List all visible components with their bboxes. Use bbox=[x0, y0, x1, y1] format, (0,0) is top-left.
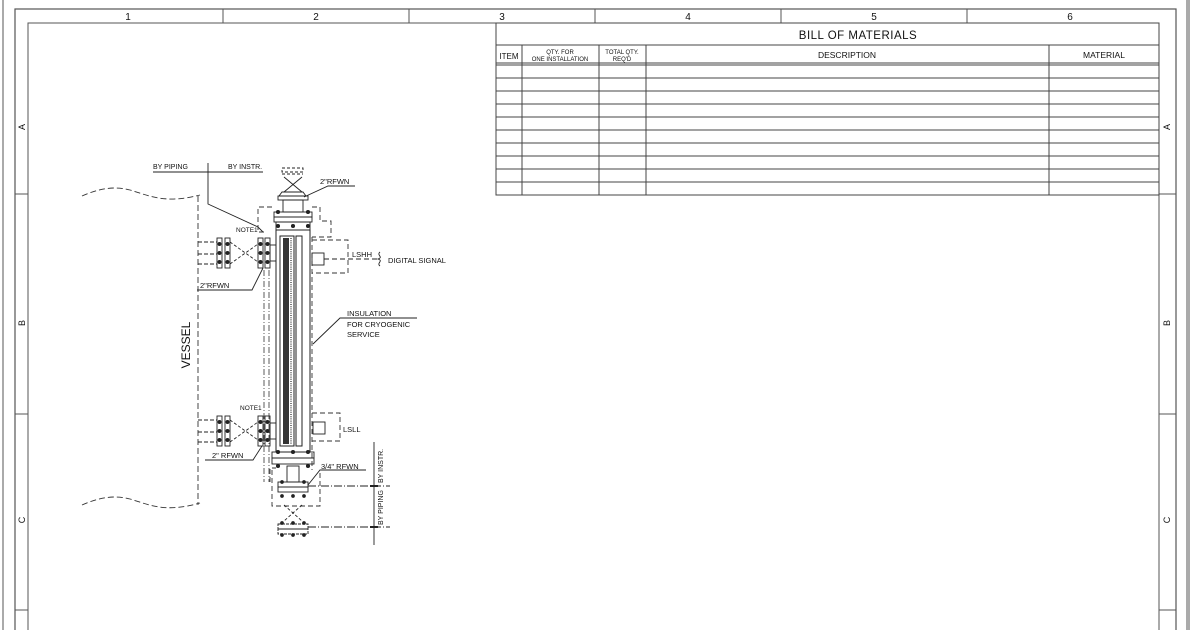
insulation-boundary-left bbox=[263, 270, 270, 482]
label-lower-nozzle: 2" RFWN bbox=[212, 451, 243, 460]
bom-header-description: DESCRIPTION bbox=[818, 50, 876, 60]
zone-row-c-right: C bbox=[1162, 516, 1172, 523]
bill-of-materials: BILL OF MATERIALS ITEM QTY. FOR ONE INST… bbox=[495, 22, 1160, 196]
bom-header-item: ITEM bbox=[499, 52, 518, 61]
label-digital-signal: DIGITAL SIGNAL bbox=[388, 256, 446, 265]
label-lshh: LSHH bbox=[352, 250, 372, 259]
bom-header-qty-total-line2: REQ'D bbox=[613, 57, 632, 63]
bom-title: BILL OF MATERIALS bbox=[799, 30, 917, 42]
vessel-outline bbox=[81, 187, 201, 509]
label-vert-by-instr: BY INSTR. bbox=[378, 449, 385, 483]
zone-row-a-right: A bbox=[1162, 124, 1172, 130]
upper-isolation-valve bbox=[197, 237, 277, 291]
bom-header-qty-one-line1: QTY. FOR bbox=[546, 50, 574, 56]
bottom-drain-assembly bbox=[271, 449, 366, 537]
insulation-leader bbox=[312, 317, 417, 345]
label-insulation-1: INSULATION bbox=[347, 309, 391, 318]
bom-header-qty-one-line2: ONE INSTALLATION bbox=[532, 57, 588, 63]
label-insulation-3: SERVICE bbox=[347, 330, 380, 339]
zone-col-3: 3 bbox=[499, 12, 505, 23]
label-note-lower: NOTE1 bbox=[240, 405, 262, 412]
zone-col-4: 4 bbox=[685, 12, 691, 23]
label-vert-by-piping: BY PIPING bbox=[378, 490, 385, 525]
zone-col-5: 5 bbox=[871, 12, 877, 23]
zone-rows bbox=[15, 193, 1176, 611]
insulation-envelope bbox=[257, 206, 349, 507]
label-drain-flange: 3/4" RFWN bbox=[321, 462, 359, 471]
label-top-flange: 2"RFWN bbox=[320, 177, 349, 186]
label-by-instr: BY INSTR. bbox=[228, 164, 262, 171]
level-gauge-body bbox=[275, 229, 311, 453]
zone-row-a-left: A bbox=[17, 124, 27, 130]
zone-col-2: 2 bbox=[313, 12, 319, 23]
zone-col-6: 6 bbox=[1067, 12, 1073, 23]
label-by-piping: BY PIPING bbox=[153, 164, 188, 171]
top-vent-assembly bbox=[273, 167, 355, 231]
scope-split-top bbox=[153, 163, 264, 233]
label-lsll: LSLL bbox=[343, 425, 361, 434]
scope-split-bottom bbox=[308, 442, 390, 545]
label-insulation-2: FOR CRYOGENIC bbox=[347, 320, 411, 329]
zone-row-b-right: B bbox=[1162, 320, 1172, 326]
vessel-label: VESSEL bbox=[179, 321, 193, 368]
lshh-switch bbox=[311, 251, 381, 267]
label-upper-nozzle: 2"RFWN bbox=[200, 281, 229, 290]
lsll-switch bbox=[312, 421, 326, 435]
zone-columns bbox=[222, 9, 968, 23]
bom-header-material: MATERIAL bbox=[1083, 50, 1125, 60]
label-note-upper: NOTE1 bbox=[236, 227, 258, 234]
zone-col-1: 1 bbox=[125, 12, 131, 23]
zone-row-b-left: B bbox=[17, 320, 27, 326]
bom-header-qty-total-line1: TOTAL QTY. bbox=[605, 50, 639, 56]
zone-row-c-left: C bbox=[17, 516, 27, 523]
